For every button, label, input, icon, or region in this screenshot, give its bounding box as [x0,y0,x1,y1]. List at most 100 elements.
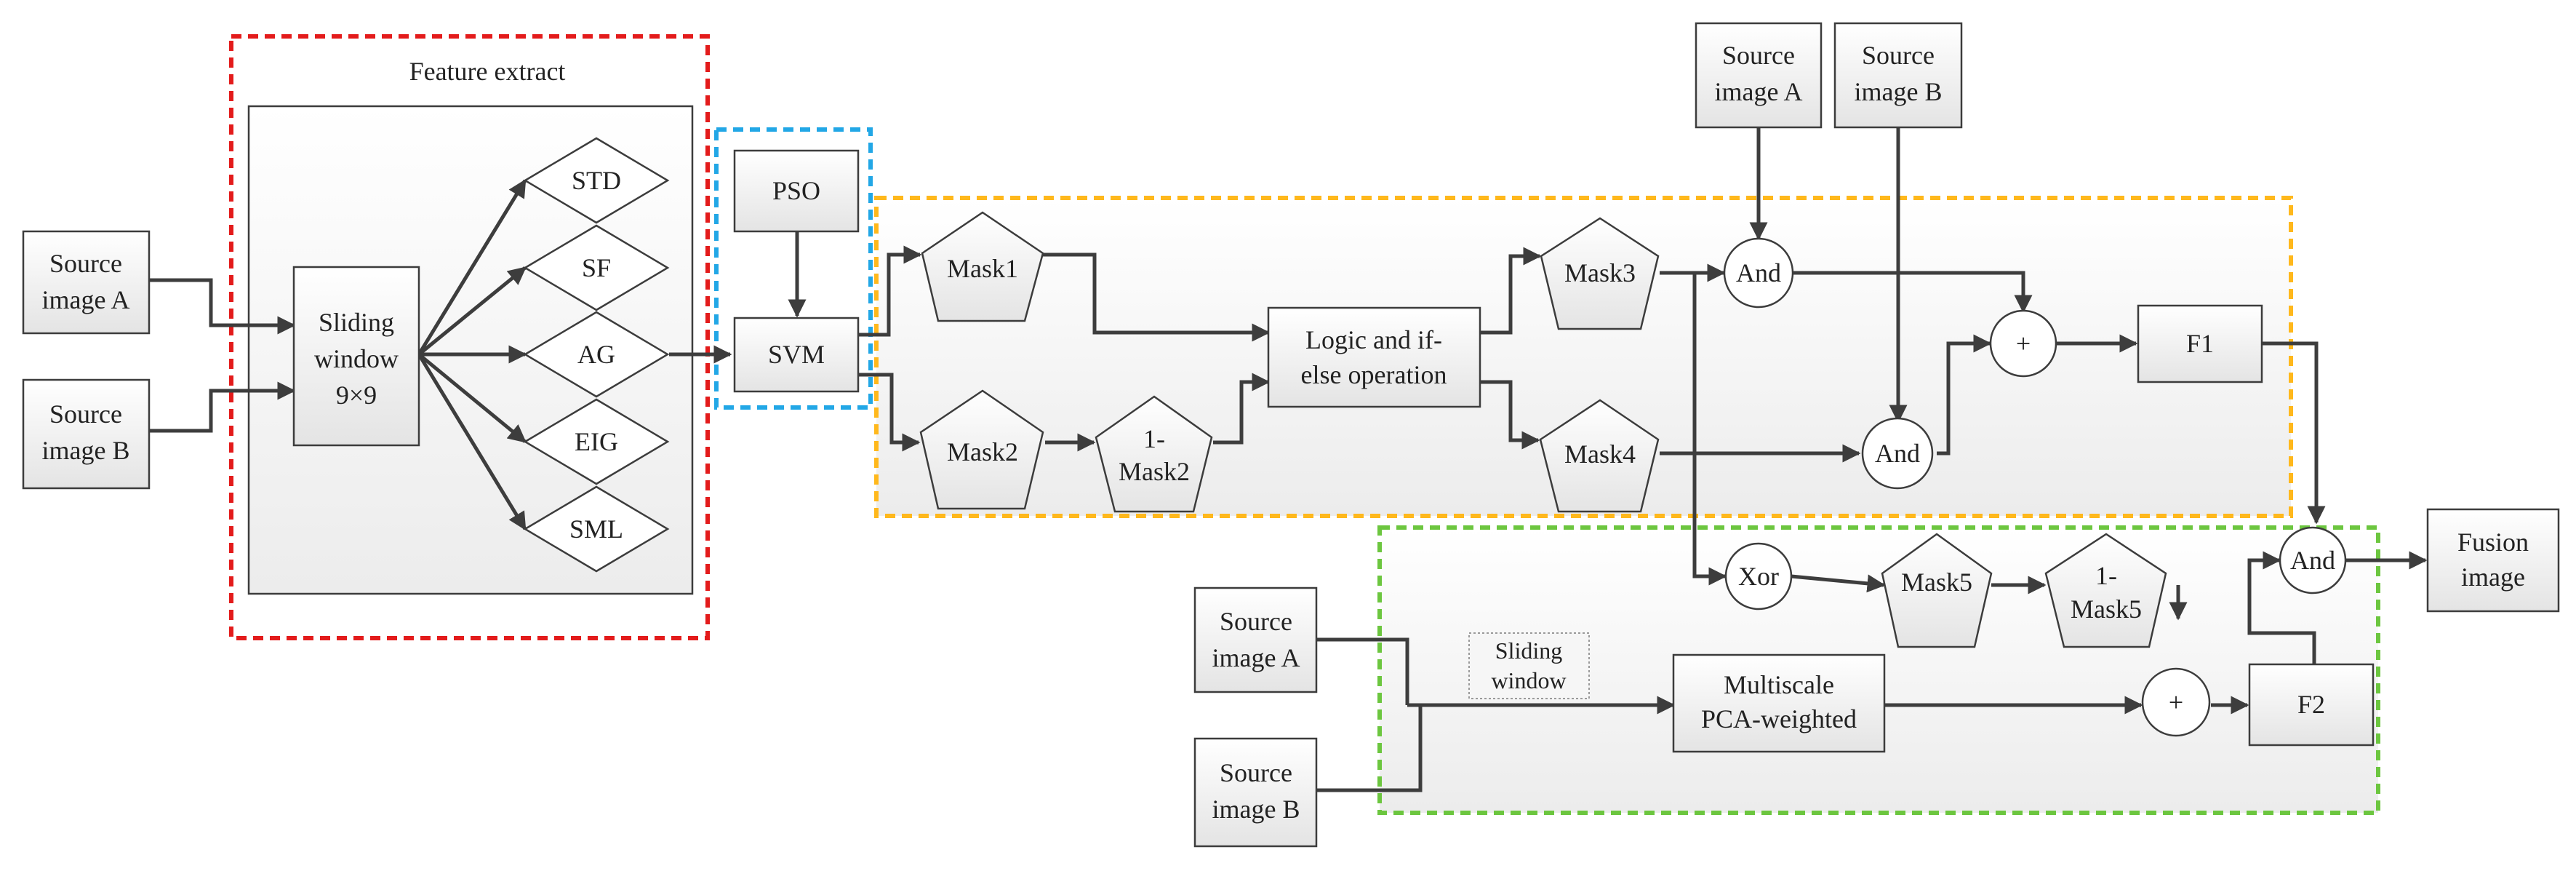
source-image-a-bottom: Source image A [1193,586,1318,693]
plus-2-label: + [2169,688,2183,717]
mask5-label: Mask5 [1901,568,1972,597]
edge-and1-plus1 [1793,271,2033,314]
fusion-image-line1: Fusion [2457,528,2529,557]
xor-node: Xor [1724,542,1793,611]
source-image-b-top-line1: Source [1862,41,1935,70]
fusion-group-border [1377,525,2380,815]
feature-ag: AG [523,311,670,398]
and-node-2: And [1861,417,1934,490]
feature-ag-label: AG [577,340,615,369]
f1-node: F1 [2137,304,2263,383]
edge-sliding-sf [417,266,527,356]
source-image-b-left: Source image B [22,378,151,490]
and-1-label: And [1736,258,1781,287]
mask2-node: Mask2 [919,389,1044,510]
feature-sml-label: SML [569,514,623,544]
pso-label: PSO [772,176,820,205]
edge-logic-mask4 [1480,380,1540,450]
edge-srcA-bottom-multiscale [1316,637,1409,705]
and-node-1: And [1723,237,1794,309]
f1-label: F1 [2186,329,2214,358]
fusion-image-node: Fusion image [2426,508,2560,613]
connectors [149,127,2428,792]
feature-std-label: STD [572,166,621,195]
feature-eig: EIG [523,398,670,485]
mask4-node: Mask4 [1539,399,1660,513]
mask5-node: Mask5 [1881,533,1993,648]
sliding-window-line1: Sliding [1495,637,1562,664]
svm-group [714,127,873,410]
edge-and2-plus1 [1937,334,1992,456]
edge-svm-mask1 [858,245,922,337]
mask1-node: Mask1 [921,211,1044,322]
feature-sml: SML [523,485,670,573]
sliding-window-9x9-line2: window [314,344,399,373]
xor-label: Xor [1738,562,1779,591]
one-minus-mask5-line2: Mask5 [2071,594,2142,624]
mask4-label: Mask4 [1564,440,1636,469]
source-image-b-left-line1: Source [49,399,122,429]
edge-svm-mask2 [858,373,921,452]
and-2-label: And [1875,439,1920,468]
source-image-a-top-line1: Source [1722,41,1795,70]
sliding-window-9x9-line3: 9×9 [336,381,377,410]
source-image-b-bottom: Source image B [1193,737,1318,848]
edge-xor-mask5 [1791,574,1886,593]
edge-srcB-sliding [149,381,296,433]
pso-node: PSO [733,149,860,233]
edge-mask3-xor [1660,271,1727,586]
multiscale-pca-node: Multiscale PCA-weighted [1672,653,1886,753]
multiscale-line2: PCA-weighted [1701,704,1857,733]
edge-mask1-logic [1041,252,1271,342]
source-image-a-left-line2: image A [42,285,130,314]
one-minus-mask2-line2: Mask2 [1119,457,1190,486]
logic-line1: Logic and if- [1305,325,1442,354]
edge-sliding-eig [417,353,527,443]
feature-std: STD [523,137,670,224]
mask2-label: Mask2 [947,437,1018,466]
feature-extract-border [229,34,710,640]
mask-group-border [874,196,2293,518]
edge-f1-and3 [2262,341,2326,525]
one-minus-mask2-node: 1- Mask2 [1095,395,1213,513]
f2-label: F2 [2297,690,2325,719]
feature-sf-label: SF [582,253,611,282]
svm-group-border [714,127,873,410]
feature-eig-label: EIG [575,427,618,456]
fusion-image-line2: image [2461,562,2525,592]
mask3-label: Mask3 [1564,258,1636,287]
plus-1-label: + [2016,329,2031,358]
sliding-window-9x9-line1: Sliding [319,308,394,337]
logic-node: Logic and if- else operation [1267,306,1481,408]
f2-node: F2 [2248,663,2375,747]
edge-sliding-std [417,178,527,356]
edge-sliding-sml [417,353,527,531]
feature-extract-title: Feature extract [409,57,566,86]
one-minus-mask5-line1: 1- [2095,561,2117,590]
multiscale-line1: Multiscale [1724,670,1834,699]
source-image-b-top: Source image B [1833,22,1963,129]
source-image-b-bottom-line1: Source [1220,758,1292,787]
edge-logic-mask3 [1480,247,1542,335]
source-image-b-top-line2: image B [1855,77,1943,106]
svm-label: SVM [768,340,825,369]
svm-node: SVM [733,317,860,393]
source-image-a-bottom-line1: Source [1220,607,1292,636]
sliding-window-line2: window [1491,667,1566,693]
and-node-3: And [2279,526,2347,594]
source-image-a-top: Source image A [1695,22,1823,129]
edge-1minusmask2-logic [1213,373,1271,445]
source-image-a-left-line1: Source [49,249,122,278]
source-image-a-top-line2: image A [1715,77,1803,106]
sliding-window-9x9: Sliding window 9×9 [292,266,420,447]
source-image-a-left: Source image A [22,230,151,335]
mask3-node: Mask3 [1540,217,1660,330]
and-3-label: And [2290,546,2335,575]
feature-sf: SF [523,224,670,311]
source-image-a-bottom-line2: image A [1212,643,1300,672]
one-minus-mask2-line1: 1- [1143,424,1165,453]
source-image-b-left-line2: image B [42,436,130,465]
mask1-label: Mask1 [947,254,1018,283]
source-image-b-bottom-line2: image B [1212,795,1300,824]
plus-node-2: + [2141,667,2211,737]
